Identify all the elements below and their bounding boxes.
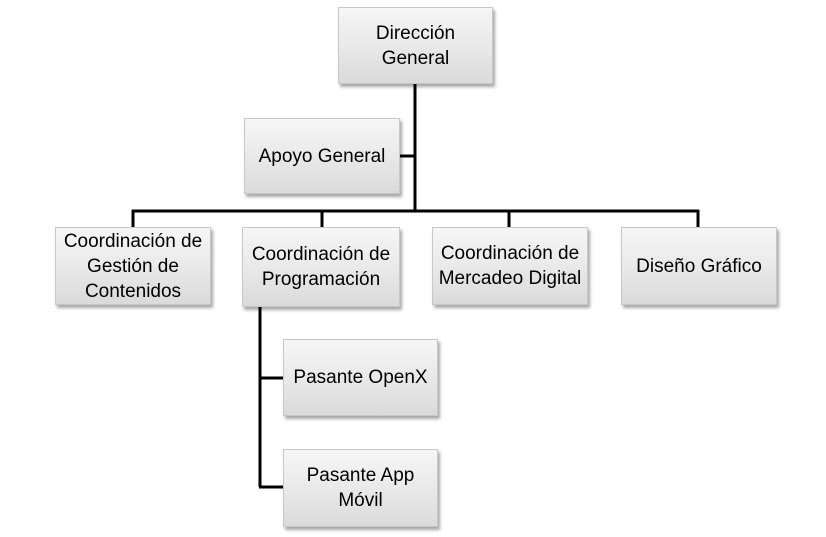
node-coordinacion-programacion: Coordinación de Programación xyxy=(242,227,400,307)
node-label: Coordinación de Mercadeo Digital xyxy=(438,243,582,289)
node-coordinacion-contenidos: Coordinación de Gestión de Contenidos xyxy=(55,227,211,305)
node-pasante-app-movil: Pasante App Móvil xyxy=(283,449,438,527)
node-coordinacion-mercadeo: Coordinación de Mercadeo Digital xyxy=(432,227,588,305)
node-label: Dirección General xyxy=(375,22,456,69)
node-label: Coordinación de Gestión de Contenidos xyxy=(63,230,203,302)
node-label: Pasante OpenX xyxy=(293,367,428,388)
node-direccion-general: Dirección General xyxy=(338,7,493,84)
node-apoyo-general: Apoyo General xyxy=(244,118,400,194)
node-label: Diseño Gráfico xyxy=(636,255,762,277)
node-label: Pasante App Móvil xyxy=(306,465,415,511)
node-pasante-openx: Pasante OpenX xyxy=(283,339,438,416)
node-diseno-grafico: Diseño Gráfico xyxy=(621,227,777,305)
node-label: Apoyo General xyxy=(258,145,386,167)
node-label: Coordinación de Programación xyxy=(251,244,391,290)
